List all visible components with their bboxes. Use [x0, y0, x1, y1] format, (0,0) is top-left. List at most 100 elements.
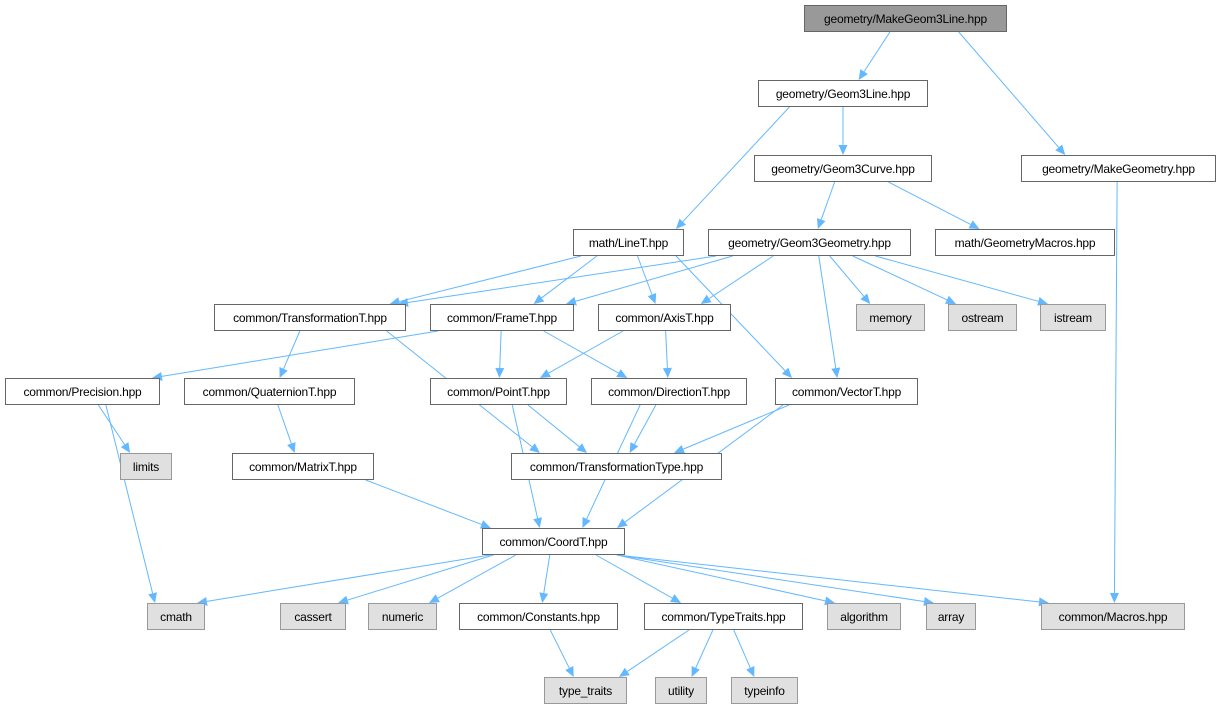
- arrowhead-icon: [860, 293, 871, 304]
- node-linet[interactable]: math/LineT.hpp: [573, 229, 684, 256]
- node-vectort[interactable]: common/VectorT.hpp: [775, 378, 918, 405]
- node-cassert: cassert: [280, 603, 346, 630]
- arrowhead-icon: [831, 367, 841, 378]
- edge-Geom3Geometry-to-ostream: [852, 255, 948, 301]
- edge-VectorT-to-TransformationType: [683, 404, 790, 450]
- arrowhead-icon: [1055, 144, 1066, 155]
- arrowhead-icon: [838, 145, 848, 155]
- arrowhead-icon: [816, 218, 826, 229]
- arrowhead-icon: [647, 293, 657, 304]
- arrowhead-icon: [700, 294, 712, 304]
- edge-CoordT-to-array: [616, 554, 925, 602]
- edge-LineT-to-FrameT: [541, 255, 598, 299]
- edge-CoordT-to-cassert: [347, 554, 494, 601]
- arrowhead-icon: [662, 367, 672, 378]
- edge-MakeGeom3Line-to-MakeGeometry: [958, 31, 1060, 148]
- arrowhead-icon: [148, 592, 157, 603]
- node-typetraits[interactable]: common/TypeTraits.hpp: [644, 603, 803, 630]
- arrowhead-icon: [529, 443, 540, 453]
- node-makegeometry[interactable]: geometry/MakeGeometry.hpp: [1021, 155, 1216, 182]
- edge-FrameT-to-Precision: [161, 330, 439, 377]
- arrowhead-icon: [479, 520, 491, 529]
- node-matrixt[interactable]: common/MatrixT.hpp: [232, 453, 374, 480]
- edge-TransformationT-to-QuaternionT: [283, 330, 301, 370]
- arrowhead-icon: [676, 218, 687, 229]
- node-coordt[interactable]: common/CoordT.hpp: [482, 528, 625, 555]
- arrowhead-icon: [566, 296, 577, 306]
- edge-TypeTraits-to-utility: [695, 629, 714, 669]
- edge-TypeTraits-to-type_traits: [627, 629, 690, 672]
- arrowhead-icon: [617, 518, 628, 528]
- edge-CoordT-to-algorithm: [616, 554, 826, 602]
- edge-Geom3Curve-to-Geom3Geometry: [820, 181, 836, 220]
- edge-CoordT-to-Macros: [616, 554, 1040, 603]
- node-label: cassert: [294, 609, 332, 624]
- arrowhead-icon: [533, 517, 542, 528]
- node-transformationt[interactable]: common/TransformationT.hpp: [214, 304, 406, 331]
- edge-CoordT-to-Constants: [543, 554, 551, 594]
- node-label: typeinfo: [744, 683, 785, 698]
- node-constants[interactable]: common/Constants.hpp: [459, 603, 618, 630]
- node-cmath: cmath: [147, 603, 205, 630]
- node-directiont[interactable]: common/DirectionT.hpp: [591, 378, 747, 405]
- arrowhead-icon: [968, 220, 980, 229]
- edge-Constants-to-type_traits: [549, 629, 570, 669]
- edge-Geom3Geometry-to-istream: [875, 255, 1039, 302]
- node-label: common/PointT.hpp: [447, 384, 550, 399]
- node-label: math/LineT.hpp: [588, 235, 669, 250]
- edge-CoordT-to-cmath: [206, 554, 491, 602]
- node-istream: istream: [1040, 304, 1106, 331]
- node-typeinfo: typeinfo: [731, 677, 798, 704]
- node-label: array: [937, 609, 965, 624]
- node-label: common/QuaternionT.hpp: [202, 384, 337, 399]
- edge-Geom3Geometry-to-memory: [829, 255, 865, 297]
- node-geom3geometry[interactable]: geometry/Geom3Geometry.hpp: [708, 229, 911, 256]
- arrowhead-icon: [540, 369, 551, 378]
- node-quaterniont[interactable]: common/QuaternionT.hpp: [184, 378, 355, 405]
- node-geom3curve[interactable]: geometry/Geom3Curve.hpp: [754, 155, 932, 182]
- arrowhead-icon: [429, 594, 440, 603]
- arrowhead-icon: [670, 594, 681, 603]
- node-label: limits: [132, 459, 160, 474]
- node-label: common/TypeTraits.hpp: [661, 609, 786, 624]
- node-macros: common/Macros.hpp: [1041, 603, 1185, 630]
- node-label: istream: [1054, 310, 1092, 325]
- edge-Geom3Geometry-to-VectorT: [818, 255, 837, 369]
- node-ostream: ostream: [948, 304, 1017, 331]
- arrowhead-icon: [674, 444, 685, 454]
- node-axist[interactable]: common/AxisT.hpp: [598, 304, 731, 331]
- node-label: math/GeometryMacros.hpp: [954, 235, 1096, 250]
- edge-CoordT-to-numeric: [437, 554, 516, 599]
- edge-MakeGeometry-to-Macros: [1113, 181, 1118, 594]
- node-transformationtype[interactable]: common/TransformationType.hpp: [511, 453, 722, 480]
- node-label: common/Constants.hpp: [477, 609, 600, 624]
- node-geom3line[interactable]: geometry/Geom3Line.hpp: [758, 80, 928, 107]
- arrowhead-icon: [619, 667, 630, 677]
- edge-AxisT-to-DirectionT: [665, 330, 668, 369]
- node-framet[interactable]: common/FrameT.hpp: [430, 304, 574, 331]
- arrowhead-icon: [616, 369, 628, 378]
- node-label: cmath: [160, 609, 192, 624]
- node-label: algorithm: [840, 609, 888, 624]
- arrowhead-icon: [279, 367, 288, 378]
- edge-LineT-to-TransformationT: [399, 255, 582, 303]
- node-makegeom3line[interactable]: geometry/MakeGeom3Line.hpp: [804, 5, 1007, 32]
- arrowhead-icon: [582, 517, 591, 528]
- arrowhead-icon: [945, 295, 956, 304]
- edge-DirectionT-to-TransformationType: [633, 404, 657, 445]
- edge-QuaternionT-to-MatrixT: [277, 404, 292, 444]
- node-label: utility: [668, 683, 694, 698]
- node-label: common/TransformationType.hpp: [529, 459, 704, 474]
- arrowhead-icon: [746, 666, 755, 677]
- node-label: common/AxisT.hpp: [615, 310, 714, 325]
- arrowhead-icon: [629, 442, 639, 453]
- arrowhead-icon: [389, 297, 401, 306]
- node-geometrymacros[interactable]: math/GeometryMacros.hpp: [935, 229, 1115, 256]
- node-label: common/DirectionT.hpp: [608, 384, 730, 399]
- node-type-traits: type_traits: [544, 677, 627, 704]
- node-precision[interactable]: common/Precision.hpp: [5, 378, 160, 405]
- node-label: geometry/Geom3Curve.hpp: [771, 161, 915, 176]
- arrowhead-icon: [576, 443, 587, 453]
- node-pointt[interactable]: common/PointT.hpp: [430, 378, 567, 405]
- edge-FrameT-to-PointT: [499, 330, 502, 369]
